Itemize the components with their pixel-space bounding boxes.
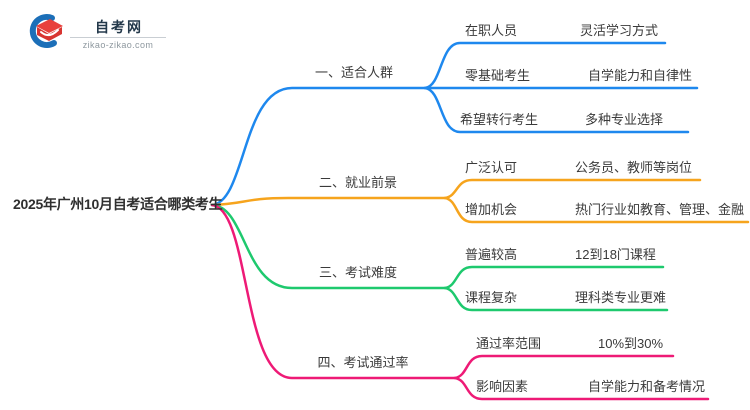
branch-1-child-1-line	[423, 41, 667, 90]
branch-2-label: 二、就业前景	[318, 175, 397, 190]
child-value: 自学能力和备考情况	[588, 379, 706, 394]
branch-2-child-1-line	[443, 178, 702, 200]
child-key: 在职人员	[465, 23, 518, 38]
child-value: 热门行业如教育、管理、金融	[575, 202, 745, 217]
branch-1-child-3-line	[423, 86, 690, 134]
child-key: 增加机会	[465, 202, 518, 217]
branch-4-label: 四、考试通过率	[317, 355, 409, 370]
child-value: 灵活学习方式	[580, 23, 659, 38]
branch-3-child-2-line	[443, 286, 669, 312]
child-value: 12到18门课程	[575, 247, 656, 262]
branch-1-label: 一、适合人群	[314, 65, 393, 80]
child-key: 希望转行考生	[460, 112, 539, 127]
branch-4-child-2-line	[453, 376, 710, 401]
child-key: 广泛认可	[465, 160, 518, 175]
branch-2-child-2-line	[443, 196, 750, 224]
branch-4-main-line	[210, 203, 457, 380]
child-key: 通过率范围	[476, 336, 542, 351]
child-value: 自学能力和自律性	[588, 68, 693, 83]
child-key: 零基础考生	[465, 68, 531, 83]
site-logo: 自考网 zikao-zikao.com	[26, 10, 176, 54]
branch-2-main-line	[210, 196, 447, 207]
logo-domain-text: zikao-zikao.com	[82, 40, 154, 50]
logo-divider	[70, 37, 166, 38]
branch-4-child-1-line	[453, 354, 675, 380]
child-value: 公务员、教师等岗位	[575, 160, 693, 175]
branch-3-main-line	[210, 203, 447, 290]
child-value: 多种专业选择	[585, 112, 664, 127]
graduation-cap-icon	[29, 14, 63, 48]
root-topic: 2025年广州10月自考适合哪类考生	[13, 196, 223, 212]
branch-1-main-line	[210, 86, 427, 207]
child-value: 理科类专业更难	[575, 290, 667, 305]
child-key: 普遍较高	[465, 247, 518, 262]
child-key: 影响因素	[476, 379, 529, 394]
logo-site-name: 自考网	[95, 19, 143, 35]
child-value: 10%到30%	[598, 336, 664, 351]
branch-3-child-1-line	[443, 265, 665, 290]
child-key: 课程复杂	[465, 290, 518, 305]
branch-3-label: 三、考试难度	[318, 265, 397, 280]
